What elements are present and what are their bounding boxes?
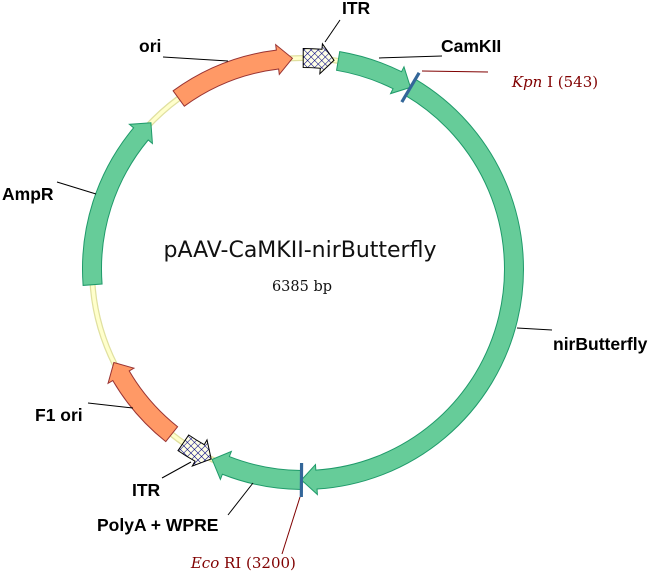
leader-line-kpni [421, 70, 489, 73]
label-nirbutterfly: nirButterfly [553, 334, 648, 354]
feature-arrow-polya-wpre [211, 450, 303, 490]
leader-line-itr-left [324, 19, 341, 43]
feature-arrow-ampr [82, 122, 154, 286]
plasmid-name: pAAV-CaMKII-nirButterfly [164, 238, 437, 263]
leader-line-polya-wpre [227, 482, 254, 516]
feature-arrow-ori [172, 43, 294, 107]
leader-line-itr-right [161, 461, 192, 479]
leader-line-camkii [378, 55, 443, 59]
label-site-kpni: Kpn I (543) [488, 73, 612, 91]
leader-line-ecori [281, 496, 301, 555]
site-kpni-name-rest: I [542, 73, 557, 91]
label-site-ecori: Eco RI (3200) [167, 554, 310, 572]
leader-line-nirbutterfly [516, 327, 553, 331]
label-itr-left: ITR [342, 0, 371, 18]
plasmid-size: 6385 bp [272, 279, 332, 295]
feature-arrow-camkii [335, 51, 412, 95]
feature-arrow-nirbutterfly [300, 78, 524, 496]
leader-line-ori [162, 56, 229, 62]
label-itr-right: ITR [132, 480, 161, 500]
leader-line-ampr [56, 181, 97, 195]
label-polya-wpre: PolyA + WPRE [97, 515, 218, 535]
label-ori: ori [139, 36, 161, 56]
site-kpni-name-italic: Kpn [511, 73, 542, 91]
site-ecori-position: (3200) [246, 554, 296, 572]
leader-line-f1-ori [87, 402, 134, 409]
feature-arrow-itr-left [302, 42, 335, 75]
feature-arrow-itr-right [177, 434, 212, 467]
label-f1-ori: F1 ori [35, 405, 83, 425]
label-camkii: CamKII [441, 36, 501, 56]
feature-arrow-f1-ori [107, 361, 179, 443]
site-ecori-name-italic: Eco [190, 554, 219, 572]
label-ampr: AmpR [2, 184, 54, 204]
cut-mark-kpni [400, 71, 421, 103]
site-kpni-position: (543) [558, 73, 598, 91]
site-ecori-name-rest: RI [219, 554, 246, 572]
